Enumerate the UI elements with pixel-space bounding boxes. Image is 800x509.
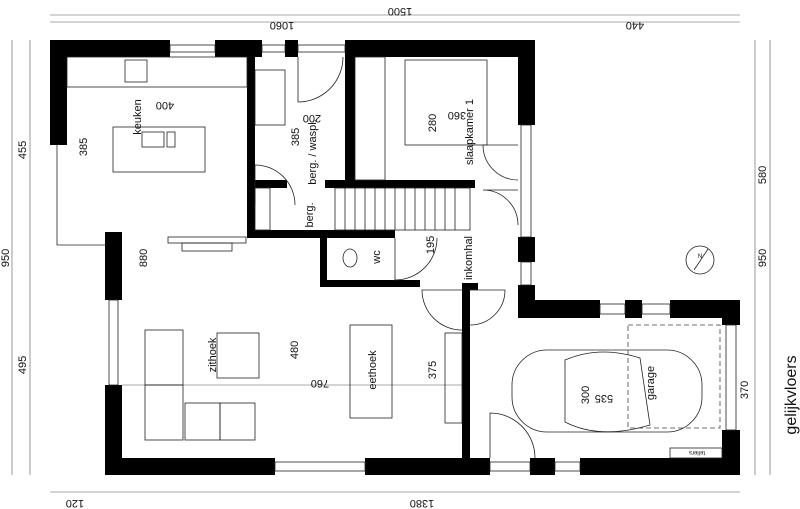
windows — [56, 44, 737, 472]
room-eethoek: eethoek — [367, 350, 379, 390]
room-labels: keuken 400 385 200 385 berg. / waspl. 28… — [78, 99, 705, 455]
hal-depth: 375 — [427, 361, 439, 379]
north-arrow-icon: N — [685, 245, 715, 275]
sofa — [144, 329, 256, 441]
furniture — [66, 56, 723, 459]
tellers-label: tellers — [689, 449, 705, 455]
dim-left-upper: 455 — [17, 141, 29, 159]
dimension-lines — [11, 14, 771, 493]
room-slaapkamer: slaapkamer 1 — [464, 99, 476, 165]
washing-machines — [254, 69, 286, 126]
slaapkamer-depth: 280 — [427, 114, 439, 132]
dim-left-total: 950 — [0, 249, 12, 267]
dim-bottom-main: 1380 — [410, 497, 434, 509]
dim-top-right: 440 — [626, 19, 644, 31]
toilet-icon — [342, 248, 358, 268]
dim-garage-depth: 370 — [739, 381, 751, 399]
living-depth: 880 — [138, 249, 150, 267]
room-berging: berg. — [304, 202, 316, 227]
living-width: 760 — [311, 377, 329, 389]
keuken-depth: 385 — [78, 138, 90, 156]
car-icon — [511, 349, 703, 433]
garage-width: 300 — [580, 386, 592, 404]
wasplaats-width: 200 — [303, 112, 321, 124]
dim-top-total: 1500 — [388, 5, 412, 17]
room-inkomhal: inkomhal — [463, 236, 475, 280]
dim-top-left: 1060 — [270, 19, 294, 31]
dim-left-lower: 495 — [17, 356, 29, 374]
dim-right-upper: 580 — [757, 166, 769, 184]
cooktop-icon — [124, 59, 148, 83]
room-wasplaats: berg. / waspl. — [307, 119, 319, 184]
walls — [50, 40, 740, 475]
doors — [254, 56, 536, 459]
room-garage: garage — [645, 366, 657, 400]
garage-depth: 535 — [595, 392, 613, 404]
dining-table — [349, 324, 393, 419]
kitchen-island — [112, 126, 206, 173]
inkomhal-depth: 195 — [425, 236, 437, 254]
keuken-width: 400 — [156, 99, 174, 111]
slaapkamer-width: 360 — [448, 109, 466, 121]
svg-text:N: N — [698, 254, 702, 260]
room-keuken: keuken — [132, 99, 144, 134]
dimension-labels: 1500 1060 440 950 455 495 580 950 370 12… — [0, 5, 769, 509]
stairs — [334, 187, 471, 231]
bed — [404, 59, 488, 146]
room-zithoek: zithoek — [207, 337, 219, 372]
floor-title: gelijkvloers — [783, 355, 800, 434]
dim-right-total: 950 — [757, 249, 769, 267]
wasplaats-depth: 385 — [290, 128, 302, 146]
dim-bottom-left: 120 — [66, 497, 84, 509]
room-wc: wc — [371, 250, 383, 265]
coffee-table — [216, 332, 260, 379]
eethoek-depth: 480 — [289, 341, 301, 359]
